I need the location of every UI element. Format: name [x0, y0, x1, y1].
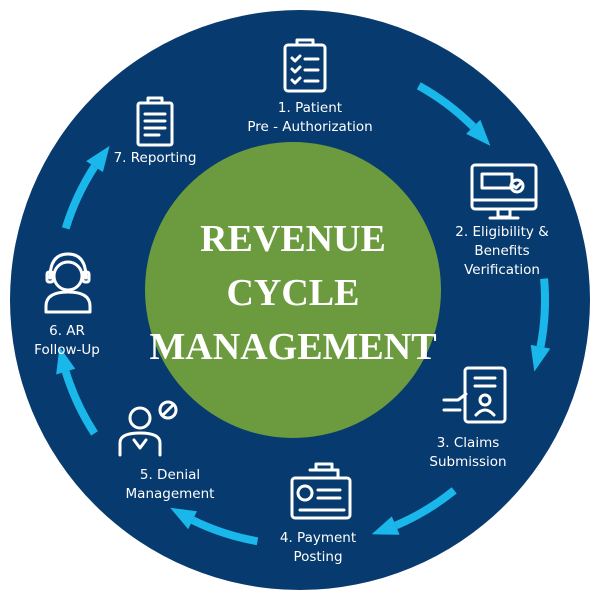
cycle-arrow-icon	[61, 370, 98, 436]
arrowhead-icon	[170, 507, 197, 530]
step-5-label: 5. Denial Management	[126, 466, 215, 504]
label-line: Management	[125, 486, 215, 502]
label-line: 4. Payment	[279, 530, 357, 546]
step-3-label: 3. Claims Submission	[429, 434, 506, 472]
headset-agent-icon	[44, 252, 92, 314]
label-line: Follow-Up	[34, 342, 100, 358]
cycle-arrow-icon	[536, 278, 549, 348]
label-line: 6. AR	[49, 323, 85, 339]
cycle-arrow-icon	[61, 164, 98, 230]
center-circle	[145, 142, 441, 438]
arrowhead-icon	[466, 119, 491, 146]
label-line: Benefits	[474, 243, 530, 259]
label-line: Posting	[293, 549, 343, 565]
payment-register-icon	[290, 462, 352, 520]
title-line: CYCLE	[226, 272, 360, 314]
label-line: Submission	[429, 454, 507, 470]
label-line: 1. Patient	[277, 100, 343, 116]
label-line: 3. Claims	[436, 435, 500, 451]
step-6-label: 6. AR Follow-Up	[34, 322, 100, 360]
step-7-label: 7. Reporting	[114, 149, 197, 168]
label-line: 5. Denial	[139, 467, 201, 483]
denial-person-icon	[118, 400, 178, 457]
arrowhead-icon	[56, 346, 76, 375]
report-clipboard-icon	[136, 96, 174, 147]
clipboard-checklist-icon	[283, 38, 327, 93]
cycle-arrow-icon	[394, 487, 457, 530]
monitor-verification-icon	[470, 163, 538, 220]
label-line: Verification	[464, 262, 540, 278]
label-line: 2. Eligibility &	[455, 224, 549, 240]
diagram-title: REVENUE CYCLE MANAGEMENT	[149, 212, 436, 374]
step-2-label: 2. Eligibility & Benefits Verification	[455, 223, 548, 280]
arrowhead-icon	[86, 145, 110, 173]
title-line: REVENUE	[200, 218, 386, 260]
cycle-arrow-icon	[416, 82, 477, 130]
label-line: Pre - Authorization	[247, 119, 373, 135]
step-1-label: 1. Patient Pre - Authorization	[247, 99, 372, 137]
label-line: 7. Reporting	[113, 150, 197, 166]
arrowhead-icon	[530, 344, 551, 372]
cycle-arrow-icon	[190, 516, 259, 546]
claim-card-icon	[442, 366, 507, 424]
step-4-label: 4. Payment Posting	[280, 529, 356, 567]
arrowhead-icon	[371, 516, 400, 535]
title-line: MANAGEMENT	[149, 326, 437, 368]
